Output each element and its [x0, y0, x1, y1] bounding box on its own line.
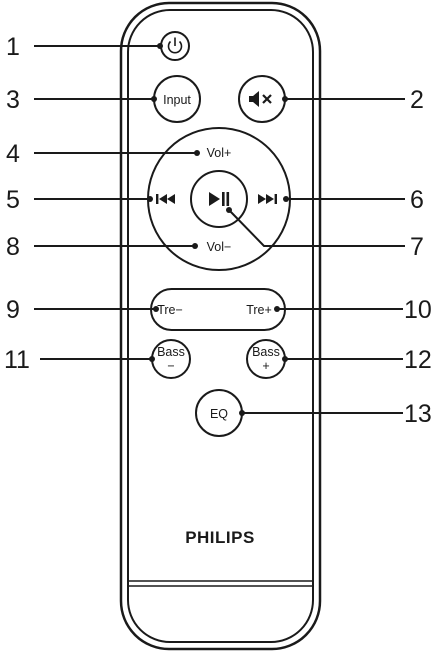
leader-7 — [228, 209, 405, 247]
leader-dot-13 — [239, 410, 245, 416]
leader-dot-11 — [149, 356, 155, 362]
callout-number-9: 9 — [6, 296, 20, 324]
vol-up-button[interactable]: Vol+ — [207, 146, 232, 160]
callout-number-2: 2 — [410, 86, 424, 114]
callout-number-1: 1 — [6, 33, 20, 61]
callout-number-12: 12 — [404, 346, 432, 374]
leader-lines — [34, 43, 405, 416]
power-button[interactable] — [160, 31, 190, 61]
leader-dot-5 — [147, 196, 153, 202]
bass-down-label: Bass — [157, 345, 185, 359]
treble-up-button[interactable]: Tre+ — [246, 303, 272, 317]
bass-up-sign: + — [262, 359, 269, 373]
treble-down-button[interactable]: Tre− — [157, 303, 183, 317]
skip-next-icon — [258, 194, 277, 204]
power-icon — [167, 37, 183, 54]
input-label: Input — [163, 93, 191, 107]
callout-number-3: 3 — [6, 86, 20, 114]
bass-up-label: Bass — [252, 345, 280, 359]
callout-number-11: 11 — [4, 346, 30, 374]
brand-logo: PHILIPS — [185, 528, 255, 547]
leader-dot-7 — [226, 207, 232, 213]
mute-icon — [249, 91, 272, 107]
vol-down-label: Vol− — [207, 240, 232, 254]
callout-number-10: 10 — [404, 296, 432, 324]
next-button[interactable] — [258, 194, 277, 204]
callout-number-13: 13 — [404, 400, 432, 428]
callout-number-5: 5 — [6, 186, 20, 214]
leader-dot-12 — [282, 356, 288, 362]
eq-button[interactable]: EQ — [195, 389, 243, 437]
leader-dot-8 — [192, 243, 198, 249]
skip-previous-icon — [156, 194, 175, 204]
vol-up-label: Vol+ — [207, 146, 232, 160]
bass-up-button[interactable]: Bass + — [246, 339, 286, 379]
eq-label: EQ — [210, 407, 228, 421]
leader-dot-6 — [283, 196, 289, 202]
callout-number-7: 7 — [410, 233, 424, 261]
bass-down-sign: − — [167, 359, 174, 373]
leader-dot-3 — [151, 96, 157, 102]
leader-dot-9 — [153, 306, 159, 312]
treble-down-label: Tre− — [157, 303, 183, 317]
previous-button[interactable] — [156, 194, 175, 204]
leader-dot-2 — [282, 96, 288, 102]
play-pause-icon — [209, 192, 230, 206]
callout-number-8: 8 — [6, 233, 20, 261]
callout-numbers: 1 2 3 4 5 6 7 8 9 10 11 12 13 — [4, 33, 432, 428]
callout-number-6: 6 — [410, 186, 424, 214]
leader-dot-4 — [194, 150, 200, 156]
leader-dot-1 — [157, 43, 163, 49]
mute-button[interactable] — [238, 75, 286, 123]
bass-down-button[interactable]: Bass − — [151, 339, 191, 379]
callout-number-4: 4 — [6, 140, 20, 168]
treble-up-label: Tre+ — [246, 303, 272, 317]
leader-dot-10 — [274, 306, 280, 312]
input-button[interactable]: Input — [153, 75, 201, 123]
vol-down-button[interactable]: Vol− — [207, 240, 232, 254]
